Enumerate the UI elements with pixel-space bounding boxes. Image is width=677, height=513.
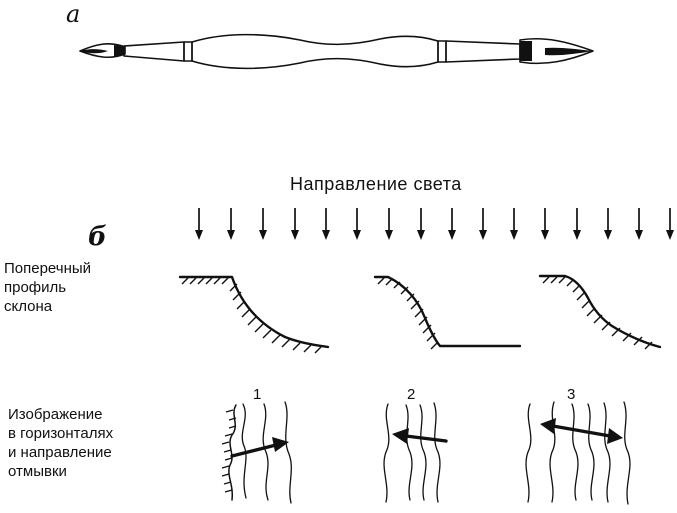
arrow-down-icon (510, 208, 518, 240)
arrow-down-icon (195, 208, 203, 240)
slope-profile-3 (540, 276, 660, 349)
arrow-down-icon (291, 208, 299, 240)
contours-row-label: Изображение в горизонталях и направление… (8, 406, 117, 480)
double-arrow-icon (540, 418, 623, 444)
contours-label-line: в горизонталях (8, 425, 114, 442)
arrow-down-icon (322, 208, 330, 240)
shading-arrow-2 (392, 428, 446, 444)
contours-2 (384, 403, 440, 502)
contours-3 (526, 402, 630, 504)
profile-label-line: профиль (4, 279, 66, 296)
profile-row-label: Поперечный профиль склона (4, 260, 95, 315)
shading-arrow-1 (232, 437, 289, 456)
arrow-down-icon (448, 208, 456, 240)
arrow-down-icon (227, 208, 235, 240)
contours-label-line: отмывки (8, 463, 67, 480)
arrow-down-icon (479, 208, 487, 240)
arrow-down-icon (604, 208, 612, 240)
arrow-down-icon (259, 208, 267, 240)
contours-1 (222, 402, 291, 503)
case-number-3: 3 (567, 386, 575, 403)
arrow-down-icon (353, 208, 361, 240)
panel-b-letter: б (88, 222, 107, 252)
arrow-down-icon (573, 208, 581, 240)
arrow-down-icon (385, 208, 393, 240)
profile-label-line: Поперечный (4, 260, 91, 277)
slope-profile-2 (375, 277, 520, 349)
contours-label-line: Изображение (8, 406, 103, 423)
light-arrows (195, 208, 674, 240)
case-number-1: 1 (253, 386, 261, 403)
panel-a-letter: а (66, 0, 80, 28)
arrow-down-icon (417, 208, 425, 240)
case-number-2: 2 (407, 386, 415, 403)
slope-profile-1 (180, 277, 328, 353)
arrow-down-icon (666, 208, 674, 240)
profile-label-line: склона (4, 298, 53, 315)
contours-label-line: и направление (8, 444, 112, 461)
arrow-down-icon (541, 208, 549, 240)
brush-icon (80, 35, 593, 69)
arrow-down-icon (635, 208, 643, 240)
light-direction-label: Направление света (290, 174, 462, 194)
